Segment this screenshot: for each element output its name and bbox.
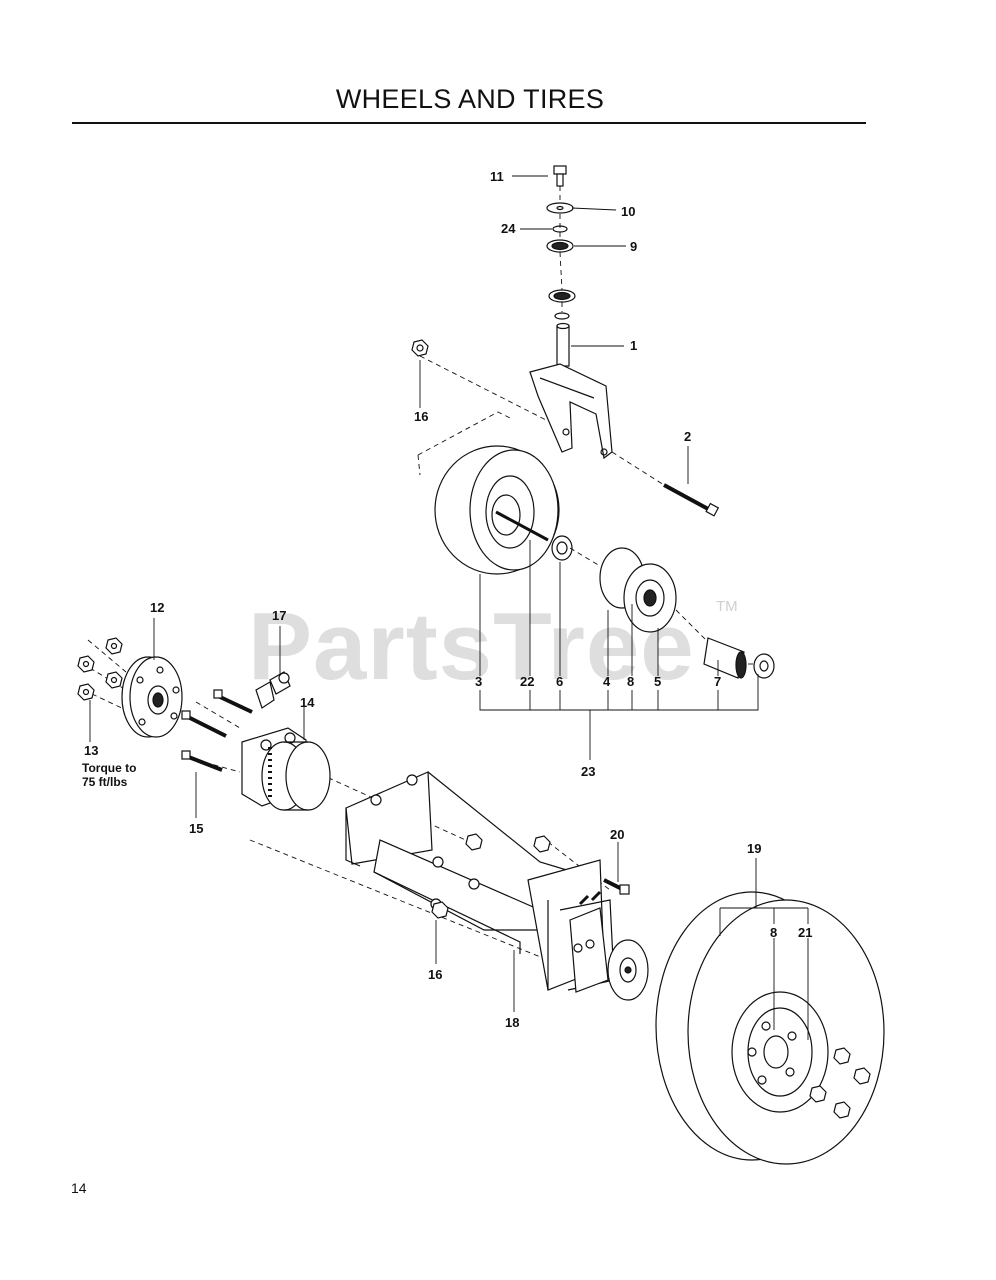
lug-nuts-13 [77,637,123,701]
spacer-6 [551,535,573,561]
torque-note-line1: Torque to [82,761,137,775]
callout-11: 11 [490,169,504,184]
roller-bearing-tube [703,637,747,679]
caster-bolt [553,165,567,187]
page-title: WHEELS AND TIRES [335,84,605,114]
callout-3: 3 [475,674,483,689]
caster-fork [529,322,613,460]
callout-8-caster: 8 [627,674,635,689]
title-rule [72,122,866,124]
callout-8-drive: 8 [770,925,778,940]
nuts-16-bottom [431,833,551,919]
callout-19: 19 [747,841,762,856]
axle-bolt [663,483,720,517]
callout-9: 9 [630,239,638,254]
callout-22: 22 [520,674,535,689]
lug-nuts-right [809,1047,871,1119]
callout-15: 15 [189,821,204,836]
torque-note-line2: 75 ft/lbs [82,775,128,789]
callout-13: 13 [84,743,99,758]
right-motor-hub [569,907,649,1001]
callout-10: 10 [621,204,636,219]
callout-2: 2 [684,429,692,444]
callout-17: 17 [272,608,287,623]
watermark-tm: TM [716,598,738,615]
callout-7: 7 [714,674,722,689]
callout-20: 20 [610,827,625,842]
spacer-ring [554,312,570,320]
caster-washer [546,202,574,214]
caster-tire [434,445,560,575]
callout-1: 1 [630,338,638,353]
callout-5: 5 [654,674,662,689]
end-washer-7 [753,653,775,679]
drive-tire-19 [655,891,885,1165]
mount-bolts-15 [181,689,253,772]
elbow-fittings-17 [255,671,291,709]
hydraulic-motor-14 [241,727,331,811]
page-number: 14 [71,1180,87,1196]
wheel-hub-12 [121,656,183,738]
callout-4: 4 [603,674,611,689]
callout-6: 6 [556,674,564,689]
callout-leaders [89,175,809,1040]
callout-21: 21 [798,925,813,940]
bearing-upper [546,239,574,253]
bearing-lower [548,289,576,303]
callout-23: 23 [581,764,596,779]
callout-24: 24 [501,221,516,236]
callout-16-top: 16 [414,409,429,424]
callout-12: 12 [150,600,165,615]
watermark: PartsTree [248,593,695,700]
callout-18: 18 [505,1015,520,1030]
hex-nut-16-top [411,339,429,357]
callout-14: 14 [300,695,315,710]
wheel-rim [599,547,677,633]
callout-16-bottom: 16 [428,967,443,982]
bolt-20 [603,878,630,895]
